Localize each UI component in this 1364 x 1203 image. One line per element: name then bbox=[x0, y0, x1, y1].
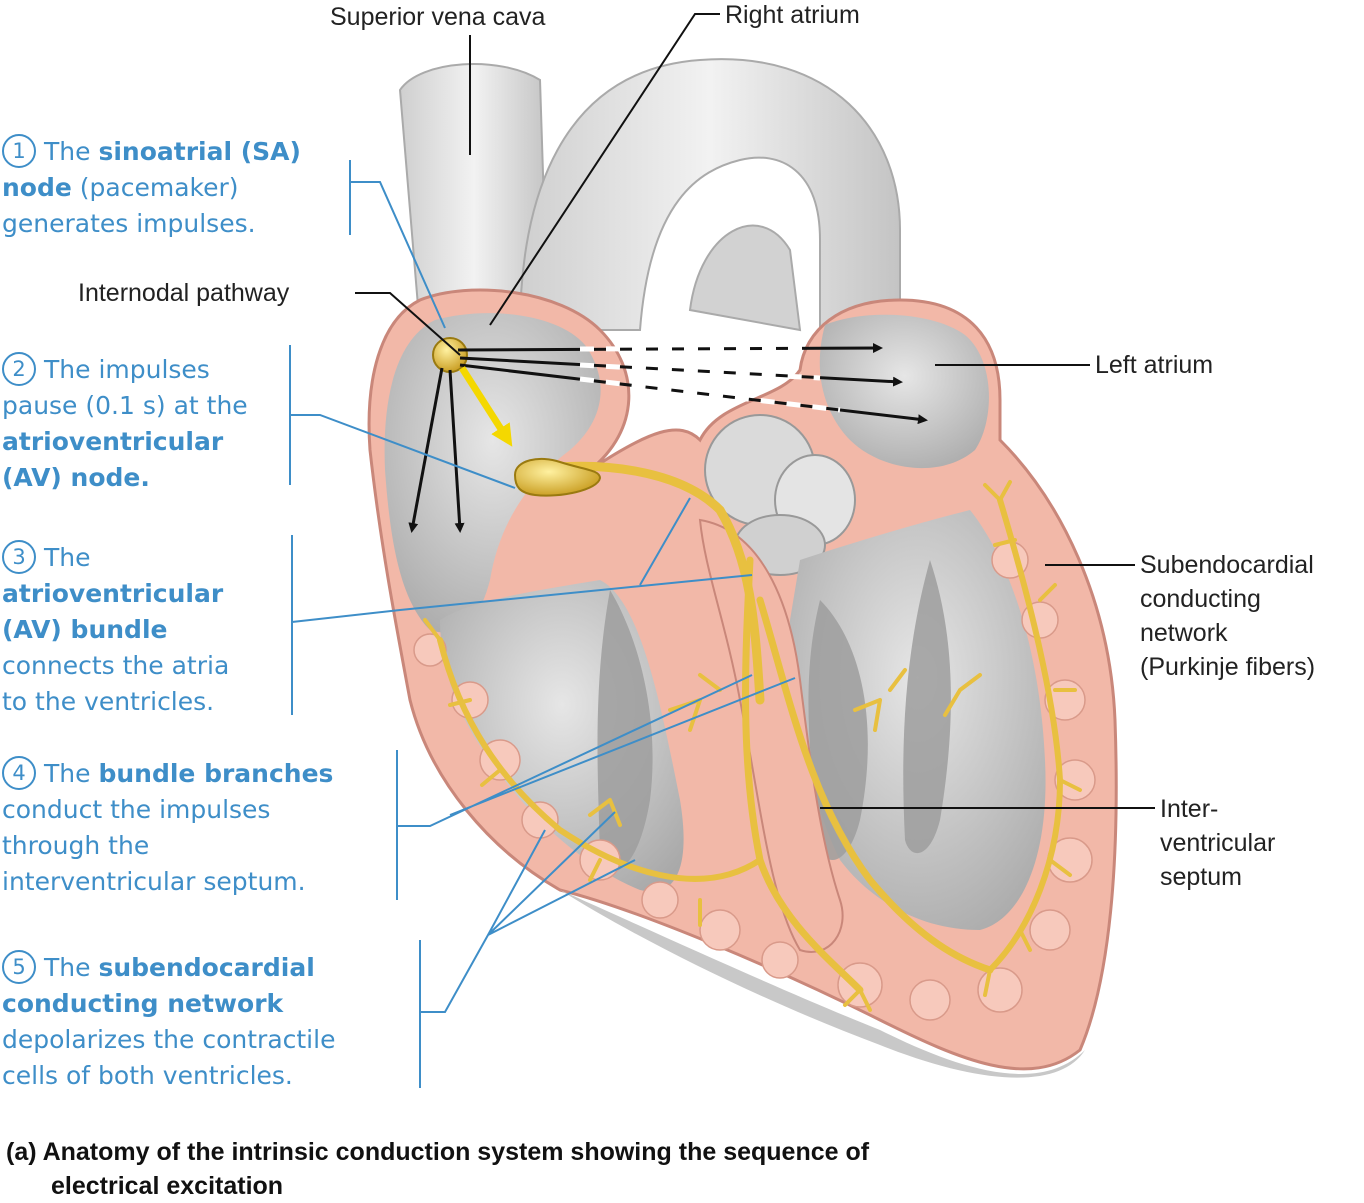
caption-line-2: electrical excitation bbox=[51, 1172, 284, 1200]
figure-caption: (a) Anatomy of the intrinsic conduction … bbox=[6, 1135, 869, 1203]
step-leaders bbox=[289, 160, 796, 1088]
conduction-system bbox=[423, 461, 1082, 1012]
label-subendocardial-network: Subendocardial conducting network (Purki… bbox=[1140, 551, 1316, 681]
great-vessels bbox=[398, 58, 901, 332]
left-atrium-chamber bbox=[819, 314, 989, 469]
av-bundle bbox=[525, 461, 765, 705]
aortic-arch bbox=[518, 58, 901, 331]
step-number-badge: 2 bbox=[2, 352, 36, 386]
step-number-badge: 1 bbox=[2, 134, 36, 168]
sa-node bbox=[432, 337, 468, 373]
caption-line-1: (a) Anatomy of the intrinsic conduction … bbox=[6, 1138, 870, 1166]
atrial-dash-overlay bbox=[579, 345, 841, 413]
step-number-badge: 4 bbox=[2, 756, 36, 790]
av-node bbox=[513, 457, 602, 497]
interventricular-septum bbox=[698, 518, 844, 953]
label-left-atrium: Left atrium bbox=[1095, 351, 1214, 379]
label-right-atrium: Right atrium bbox=[725, 1, 860, 29]
sa-to-av-arrow bbox=[459, 366, 513, 447]
superior-vena-cava-vessel bbox=[398, 63, 550, 331]
label-superior-vena-cava: Superior vena cava bbox=[330, 3, 546, 31]
label-interventricular-septum: Inter- ventricular septum bbox=[1160, 795, 1276, 891]
right-bundle-branch bbox=[742, 556, 864, 994]
left-bundle-branch bbox=[756, 596, 994, 974]
label-internodal-pathway: Internodal pathway bbox=[78, 279, 290, 307]
pulmonary-trunk bbox=[688, 224, 802, 332]
step-number-badge: 5 bbox=[2, 950, 36, 984]
step-number-badge: 3 bbox=[2, 540, 36, 574]
label-leaders bbox=[355, 13, 1155, 809]
right-purkinje-path bbox=[437, 637, 763, 882]
